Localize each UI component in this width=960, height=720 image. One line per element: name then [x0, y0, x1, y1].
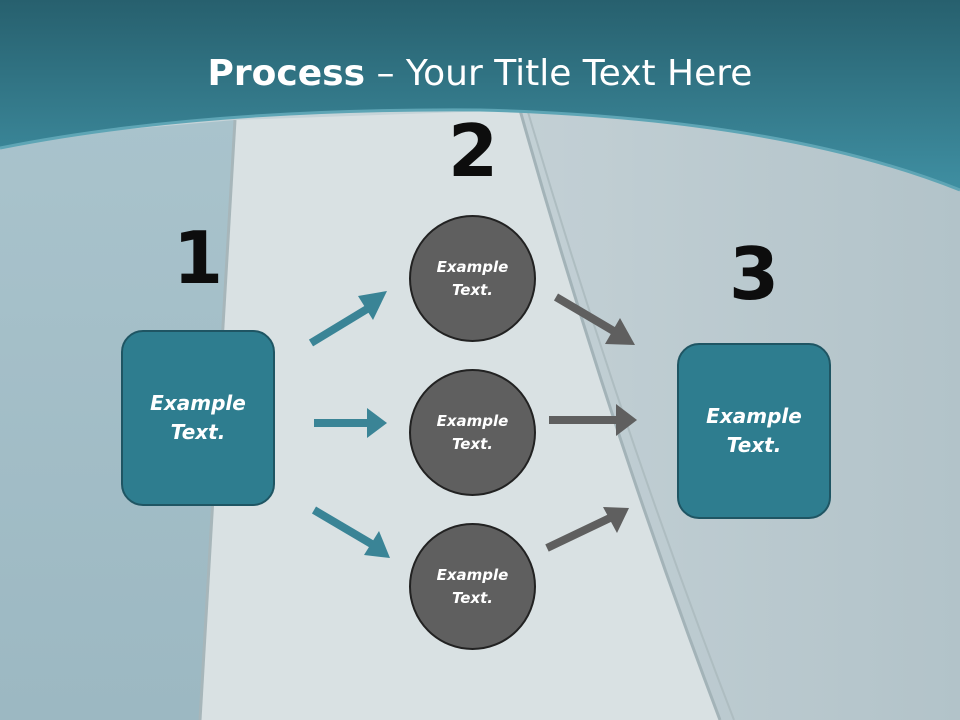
circle-middle-label: Example Text. [436, 411, 509, 453]
step-3-label: Example Text. [706, 404, 802, 457]
circle-top: Example Text. [409, 215, 536, 342]
step-1-label: Example Text. [150, 391, 246, 444]
arrow-bottom-to-3 [545, 507, 629, 552]
circle-bottom-label: Example Text. [436, 565, 509, 607]
water-area [0, 120, 235, 720]
step-number-1: 1 [172, 216, 224, 300]
slide-title: Process – Your Title Text Here [0, 52, 960, 96]
circle-bottom: Example Text. [409, 523, 536, 650]
step-number-2: 2 [447, 109, 499, 193]
circle-top-label: Example Text. [436, 257, 509, 299]
arrow-1-to-middle [314, 408, 387, 438]
arrow-middle-to-3 [549, 404, 637, 436]
title-rest: – Your Title Text Here [365, 53, 753, 94]
arrow-1-to-top [308, 291, 387, 347]
circle-middle: Example Text. [409, 369, 536, 496]
step-3-box: Example Text. [677, 343, 831, 519]
arrow-top-to-3 [553, 293, 635, 345]
title-bold: Process [207, 53, 366, 94]
arrow-1-to-bottom [311, 506, 390, 558]
step-number-3: 3 [728, 232, 780, 316]
step-1-box: Example Text. [121, 330, 275, 506]
header-band [0, 0, 960, 190]
header-edge [0, 108, 960, 192]
